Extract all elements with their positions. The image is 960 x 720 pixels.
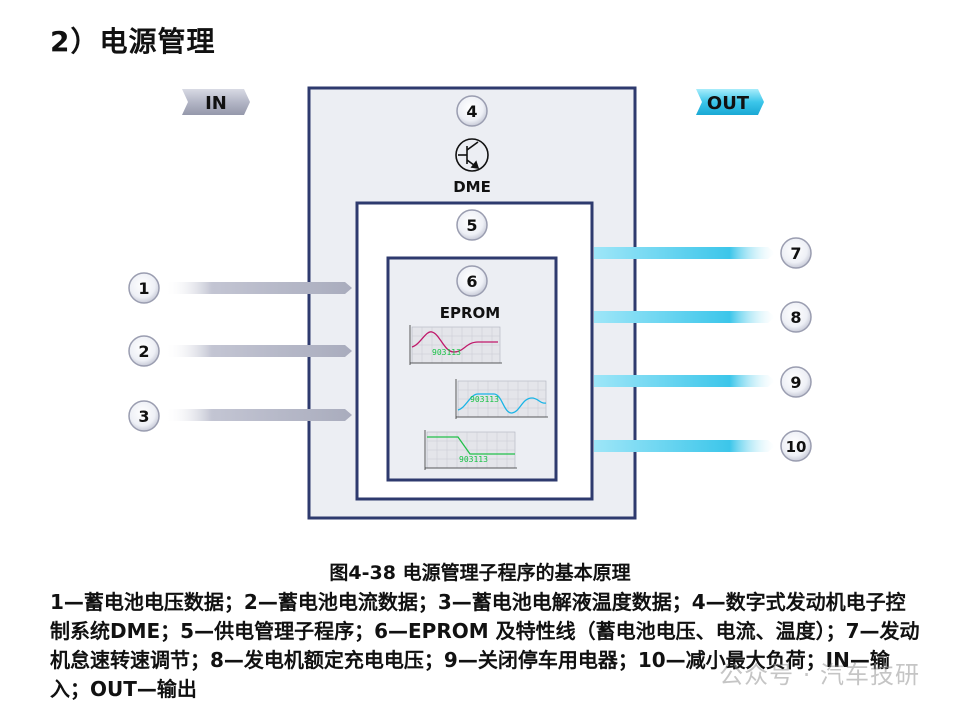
input-arrow-3 — [165, 409, 352, 421]
svg-text:2: 2 — [138, 342, 149, 361]
badge-1: 1 — [128, 272, 160, 304]
output-arrow-9 — [594, 375, 775, 387]
svg-text:4: 4 — [466, 102, 477, 121]
in-label-tag: IN — [182, 89, 250, 115]
input-arrow-1 — [165, 282, 352, 294]
badge-6: 6 — [456, 265, 488, 297]
output-arrow-7 — [594, 247, 775, 259]
characteristic-curve-temperature: 903113 — [424, 430, 517, 470]
svg-text:3: 3 — [138, 407, 149, 426]
badge-3: 3 — [128, 400, 160, 432]
transistor-icon — [455, 138, 489, 172]
output-arrow-8 — [594, 311, 775, 323]
badge-2: 2 — [128, 335, 160, 367]
characteristic-curve-current: 903113 — [455, 379, 548, 419]
section-title: 2）电源管理 — [50, 25, 216, 58]
svg-text:7: 7 — [790, 244, 801, 263]
characteristic-curve-voltage: 903113 — [409, 325, 502, 365]
svg-text:10: 10 — [786, 438, 807, 456]
out-label: OUT — [707, 93, 750, 114]
chart-code-label: 903113 — [470, 395, 499, 404]
svg-text:9: 9 — [790, 373, 801, 392]
svg-text:8: 8 — [790, 308, 801, 327]
in-label: IN — [205, 93, 227, 114]
watermark: 公众号 · 汽车技研 — [719, 661, 920, 689]
figure-legend: 1—蓄电池电压数据；2—蓄电池电流数据；3—蓄电池电解液温度数据；4—数字式发动… — [50, 590, 920, 701]
chart-code-label: 903113 — [432, 348, 461, 357]
svg-text:5: 5 — [466, 216, 477, 235]
chart-code-label: 903113 — [459, 455, 488, 464]
badge-7: 7 — [780, 237, 812, 269]
dme-label: DME — [453, 178, 491, 196]
figure-caption: 图4-38 电源管理子程序的基本原理 — [329, 562, 631, 584]
badge-4: 4 — [456, 95, 488, 127]
eprom-label: EPROM — [440, 304, 500, 322]
badge-10: 10 — [780, 430, 812, 462]
badge-9: 9 — [780, 366, 812, 398]
output-arrow-10 — [594, 440, 775, 452]
badge-5: 5 — [456, 209, 488, 241]
input-arrow-2 — [165, 345, 352, 357]
out-label-tag: OUT — [696, 89, 764, 115]
svg-text:1: 1 — [138, 279, 149, 298]
badge-8: 8 — [780, 301, 812, 333]
svg-text:6: 6 — [466, 272, 477, 291]
